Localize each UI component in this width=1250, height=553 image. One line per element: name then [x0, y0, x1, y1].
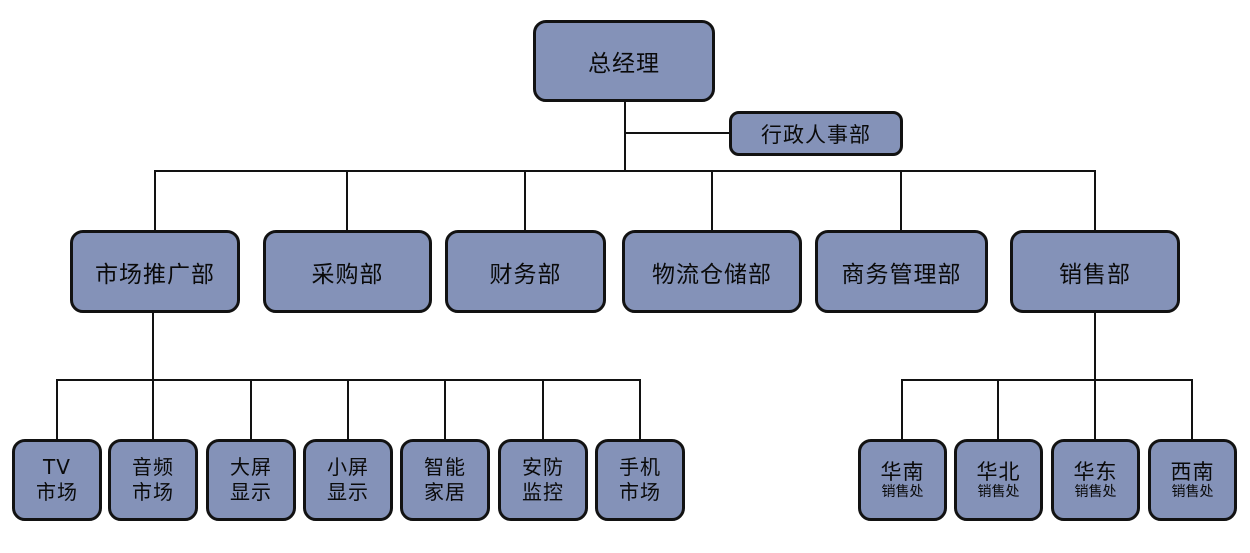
node-mobile-market: 手机 市场 [595, 439, 685, 521]
node-admin-hr-label: 行政人事部 [761, 122, 871, 147]
node-southwest-suffix: 销售处 [1171, 484, 1214, 501]
node-general-manager-label: 总经理 [588, 51, 660, 77]
node-security-monitoring: 安防 监控 [498, 439, 588, 521]
node-east-china-region: 华东 [1073, 459, 1118, 484]
node-smart-home-line1: 智能 [424, 455, 466, 479]
node-small-screen-line2: 显示 [327, 480, 369, 504]
connector-gm-drop [624, 101, 626, 172]
connector-stub-north [997, 379, 999, 441]
connector-sales-bus [901, 379, 1193, 381]
node-smart-home: 智能 家居 [400, 439, 490, 521]
node-east-china-office: 华东 销售处 [1051, 439, 1140, 521]
node-mobile-market-line2: 市场 [619, 480, 661, 504]
node-mobile-market-line1: 手机 [619, 455, 661, 479]
connector-stub-business [900, 170, 902, 231]
node-admin-hr: 行政人事部 [729, 111, 903, 156]
node-southwest-region: 西南 [1170, 459, 1215, 484]
node-north-china-suffix: 销售处 [977, 484, 1020, 501]
node-north-china-office: 华北 销售处 [954, 439, 1043, 521]
node-small-screen-line1: 小屏 [327, 455, 369, 479]
node-southwest-office: 西南 销售处 [1148, 439, 1237, 521]
node-south-china-region: 华南 [880, 459, 925, 484]
node-logistics-dept-label: 物流仓储部 [652, 261, 772, 288]
connector-sales-drop [1094, 311, 1096, 381]
connector-stub-large-screen [250, 379, 252, 441]
connector-stub-tv [56, 379, 58, 441]
node-finance-dept: 财务部 [445, 230, 606, 313]
node-sales-dept-label: 销售部 [1059, 261, 1131, 288]
node-smart-home-line2: 家居 [424, 480, 466, 504]
connector-stub-finance [524, 170, 526, 231]
node-marketing-dept-label: 市场推广部 [95, 261, 215, 288]
connector-stub-southwest [1191, 379, 1193, 441]
node-business-mgmt-dept: 商务管理部 [815, 230, 988, 313]
node-tv-market-line2: 市场 [36, 480, 78, 504]
node-east-china-suffix: 销售处 [1074, 484, 1117, 501]
connector-level2-bus [154, 170, 1096, 172]
node-security-monitoring-line1: 安防 [522, 455, 564, 479]
node-purchasing-dept: 采购部 [263, 230, 432, 313]
node-large-screen-line1: 大屏 [230, 455, 272, 479]
node-finance-dept-label: 财务部 [489, 261, 562, 288]
connector-stub-east [1094, 379, 1096, 441]
node-general-manager: 总经理 [533, 20, 715, 102]
node-small-screen-display: 小屏 显示 [303, 439, 393, 521]
node-large-screen-line2: 显示 [230, 480, 272, 504]
connector-stub-smart-home [444, 379, 446, 441]
connector-hr-branch [624, 132, 730, 134]
node-tv-market-line1: TV [43, 455, 71, 479]
node-security-monitoring-line2: 监控 [522, 480, 564, 504]
node-business-mgmt-dept-label: 商务管理部 [841, 261, 962, 288]
node-marketing-dept: 市场推广部 [70, 230, 240, 313]
connector-stub-security [542, 379, 544, 441]
node-tv-market: TV 市场 [12, 439, 102, 521]
node-purchasing-dept-label: 采购部 [311, 261, 384, 288]
connector-stub-purchasing [346, 170, 348, 231]
connector-stub-marketing [154, 170, 156, 231]
node-large-screen-display: 大屏 显示 [206, 439, 296, 521]
node-audio-market: 音频 市场 [108, 439, 198, 521]
connector-stub-audio [152, 379, 154, 441]
connector-stub-sales [1094, 170, 1096, 231]
node-sales-dept: 销售部 [1010, 230, 1180, 313]
connector-stub-south [901, 379, 903, 441]
node-south-china-suffix: 销售处 [881, 484, 924, 501]
node-logistics-dept: 物流仓储部 [622, 230, 802, 313]
connector-stub-small-screen [347, 379, 349, 441]
node-audio-market-line2: 市场 [132, 480, 174, 504]
connector-marketing-drop [152, 311, 154, 381]
connector-stub-mobile [639, 379, 641, 441]
node-south-china-office: 华南 销售处 [858, 439, 947, 521]
node-audio-market-line1: 音频 [132, 455, 174, 479]
connector-stub-logistics [711, 170, 713, 231]
node-north-china-region: 华北 [976, 459, 1021, 484]
